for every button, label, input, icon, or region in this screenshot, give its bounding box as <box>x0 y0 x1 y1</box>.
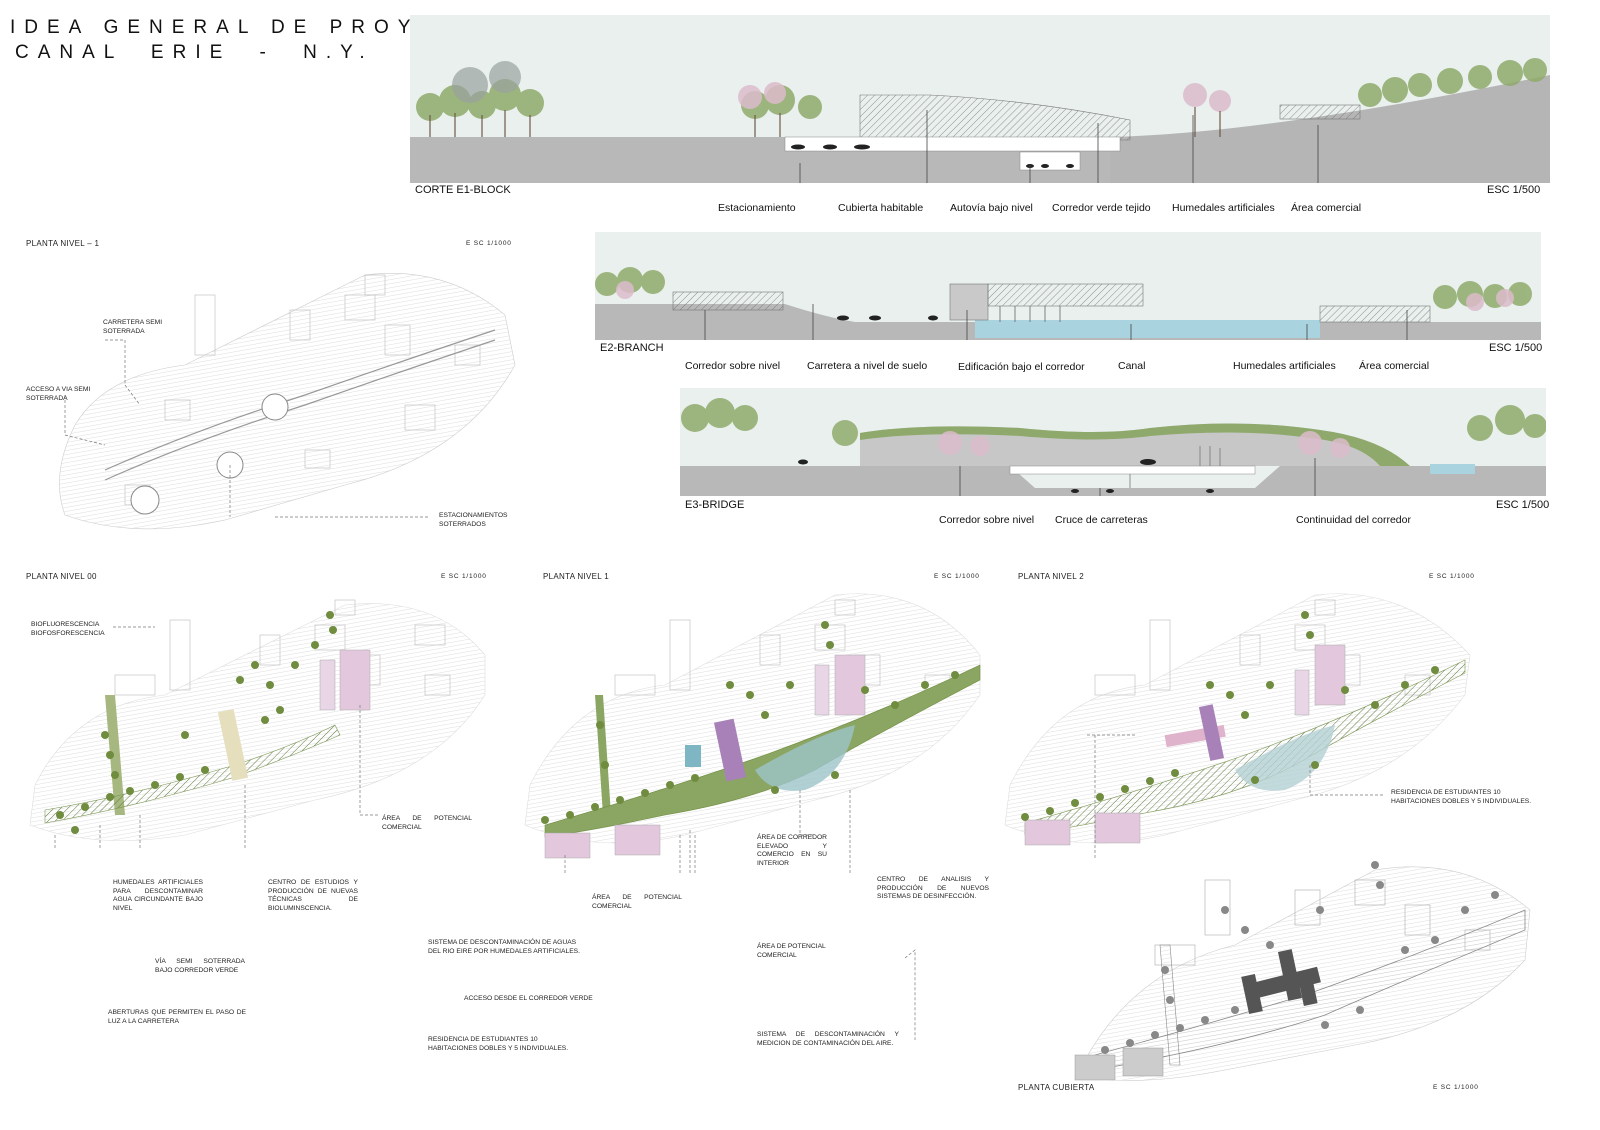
plan-1-note-area2: ÁREA DE POTENCIAL COMERCIAL <box>757 943 826 959</box>
plan-1-drawing <box>524 593 981 875</box>
plan-m1-scale: E SC 1/1000 <box>466 240 512 247</box>
plan-1-title: PLANTA NIVEL 1 <box>543 572 610 581</box>
e1-label-comercial: Área comercial <box>1291 202 1362 214</box>
plan-m1-drawing <box>59 273 516 530</box>
plan-1-note-area1: ÁREA DE POTENCIAL COMERCIAL <box>592 894 682 910</box>
section-e3-scale: ESC 1/500 <box>1496 499 1550 511</box>
plan-2-note-residencia: RESIDENCIA DE ESTUDIANTES 10 HABITACIONE… <box>1391 789 1532 805</box>
plan-2-note-centro: CENTRO DE ANALISIS Y PRODUCCIÓN DE NUEVO… <box>877 876 989 900</box>
section-e3-drawing <box>680 388 1546 496</box>
plan-1-note-medicion: SISTEMA DE DESCONTAMINACIÓN Y MEDICION D… <box>757 1031 899 1047</box>
plan-2-scale: E SC 1/1000 <box>1429 573 1475 580</box>
e1-label-corredor: Corredor verde tejido <box>1052 202 1151 214</box>
section-e2-drawing <box>595 232 1541 340</box>
plan-2-title: PLANTA NIVEL 2 <box>1018 572 1085 581</box>
e2-label-comercial: Área comercial <box>1359 360 1430 372</box>
plan-00-note-centro: CENTRO DE ESTUDIOS Y PRODUCCIÓN DE NUEVA… <box>268 879 358 912</box>
section-e3-name: E3-BRIDGE <box>685 499 745 511</box>
plan-1-note-residencia: RESIDENCIA DE ESTUDIANTES 10 HABITACIONE… <box>428 1036 569 1052</box>
plan-00-note-humedales: HUMEDALES ARTIFICIALES PARA DESCONTAMINA… <box>113 879 203 912</box>
plan-00-note-bio: BIOFLUORESCENCIA BIOFOSFORESCENCIA <box>31 621 105 637</box>
plan-00-note-via: VÍA SEMI SOTERRADA BAJO CORREDOR VERDE <box>155 958 245 974</box>
e3-label-cruce: Cruce de carreteras <box>1055 514 1148 526</box>
plan-m1-note-estac: ESTACIONAMIENTOS SOTERRADOS <box>439 512 508 528</box>
plan-m1-note-acceso: ACCESO A VIA SEMI SOTERRADA <box>26 386 91 402</box>
e2-label-carretera: Carretera a nivel de suelo <box>807 360 928 372</box>
section-e2-scale: ESC 1/500 <box>1489 342 1543 354</box>
section-e2-name: E2-BRANCH <box>600 342 664 354</box>
plan-2-drawing <box>1004 593 1471 860</box>
plan-m1-title: PLANTA NIVEL – 1 <box>26 239 100 248</box>
plan-1-note-corredor: ÁREA DE CORREDOR ELEVADO Y COMERCIO EN S… <box>757 834 827 867</box>
plan-cubierta-scale: E SC 1/1000 <box>1433 1084 1479 1091</box>
e2-label-corredor: Corredor sobre nivel <box>685 360 781 372</box>
title-line-2: CANAL ERIE - N.Y. <box>15 42 374 63</box>
e3-label-continuidad: Continuidad del corredor <box>1296 514 1411 526</box>
e1-label-estacionamiento: Estacionamiento <box>718 202 796 214</box>
plan-1-scale: E SC 1/1000 <box>934 573 980 580</box>
plan-1-note-acceso: ACCESO DESDE EL CORREDOR VERDE <box>464 995 593 1002</box>
plan-00-note-aberturas: ABERTURAS QUE PERMITEN EL PASO DE LUZ A … <box>108 1009 246 1025</box>
section-e1-name: CORTE E1-BLOCK <box>415 184 511 196</box>
section-e1-scale: ESC 1/500 <box>1487 184 1541 196</box>
e2-label-humedales: Humedales artificiales <box>1233 360 1336 372</box>
plan-00-note-area: ÁREA DE POTENCIAL COMERCIAL <box>382 815 472 831</box>
e2-label-edificacion: Edificación bajo el corredor <box>958 361 1085 373</box>
plan-1-note-sistema: SISTEMA DE DESCONTAMINACIÓN DE AGUAS DEL… <box>428 939 580 955</box>
e3-label-corredor: Corredor sobre nivel <box>939 514 1035 526</box>
plan-00-scale: E SC 1/1000 <box>441 573 487 580</box>
e1-label-cubierta: Cubierta habitable <box>838 202 924 214</box>
plan-00-title: PLANTA NIVEL 00 <box>26 572 97 581</box>
plan-cubierta-title: PLANTA CUBIERTA <box>1018 1083 1095 1092</box>
section-e1-drawing <box>410 15 1550 183</box>
e2-label-canal: Canal <box>1118 360 1146 372</box>
plan-00-drawing <box>29 599 486 850</box>
plan-cubierta-drawing <box>905 861 1531 1081</box>
plan-m1-note-carretera: CARRETERA SEMI SOTERRADA <box>103 319 163 335</box>
e1-label-humedales: Humedales artificiales <box>1172 202 1275 214</box>
e1-label-autovia: Autovía bajo nivel <box>950 202 1033 214</box>
